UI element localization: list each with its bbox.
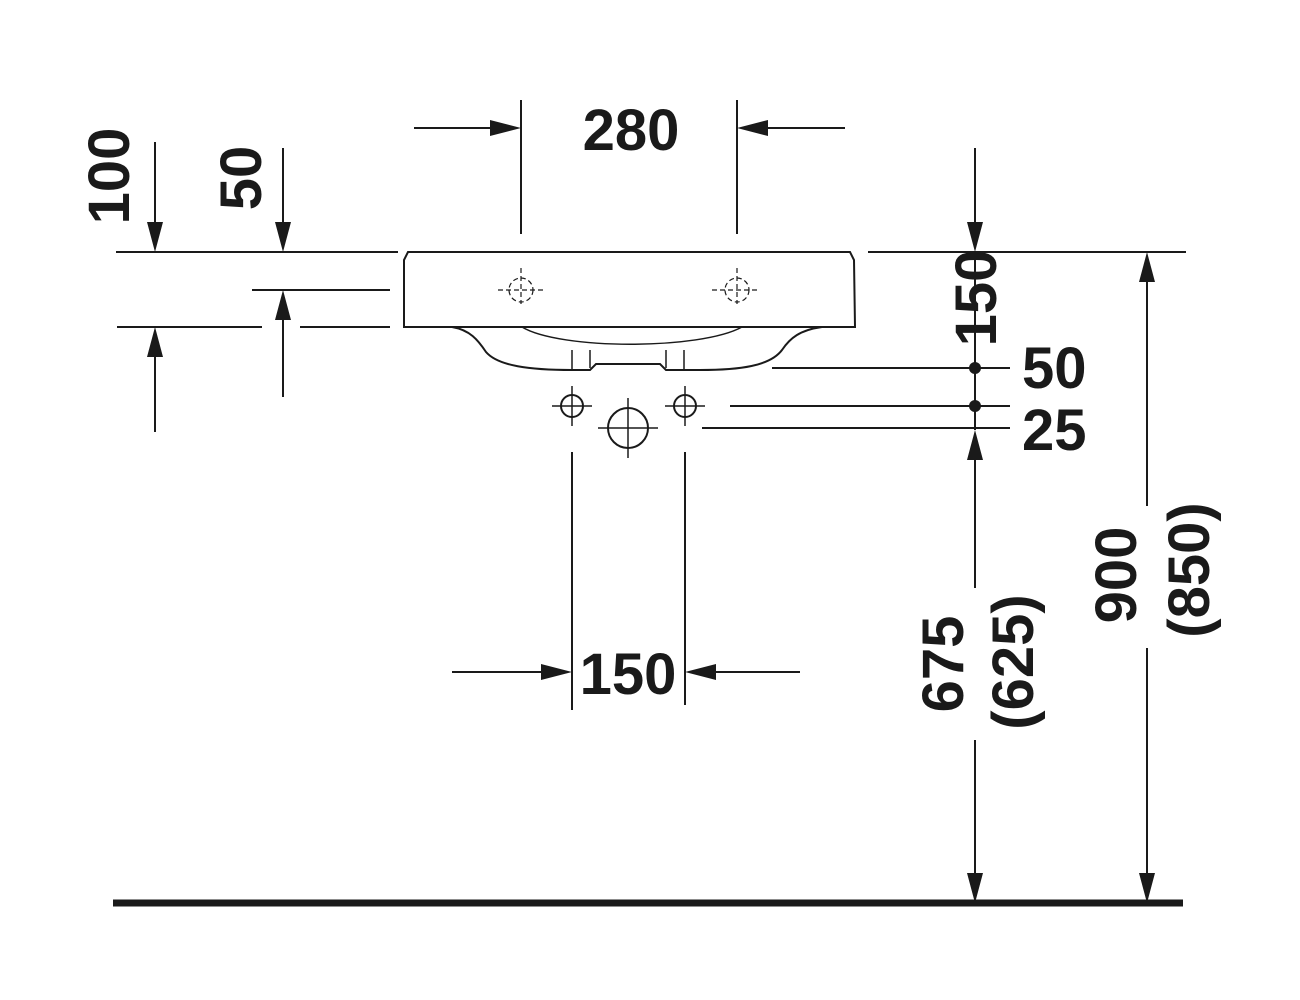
supply-connection-right [665, 386, 705, 426]
dimension-label-625: (625) [981, 594, 1046, 729]
dimension-900: 900 (850) [1084, 252, 1222, 903]
dimension-label-150-right: 150 [944, 250, 1009, 347]
basin-outline [403, 251, 857, 371]
supply-connection-left [552, 386, 592, 426]
dimension-25-right: 25 [702, 398, 1087, 463]
tap-hole-marker-right [712, 268, 760, 304]
dimension-150-right: 150 [944, 148, 1009, 430]
dimension-label-100: 100 [77, 128, 142, 225]
dimension-50-left: 50 [209, 146, 390, 397]
dimension-675: 675 (625) [911, 430, 1046, 903]
tap-hole-marker-left [498, 268, 546, 304]
dimension-label-280: 280 [583, 98, 680, 163]
dimension-label-675: 675 [911, 616, 976, 713]
dimension-label-900: 900 [1084, 527, 1149, 624]
drain-connection [598, 398, 658, 458]
dimension-label-25-right: 25 [1022, 398, 1087, 463]
dimension-label-150-bottom: 150 [580, 642, 677, 707]
dimension-150-bottom: 150 [452, 452, 800, 710]
dimension-label-50-left: 50 [209, 146, 274, 211]
dimension-50-right: 50 [772, 336, 1087, 401]
dimension-label-850: (850) [1157, 502, 1222, 637]
dimension-280: 280 [414, 98, 845, 234]
dimension-100: 100 [77, 128, 262, 432]
dimension-label-50-right: 50 [1022, 336, 1087, 401]
